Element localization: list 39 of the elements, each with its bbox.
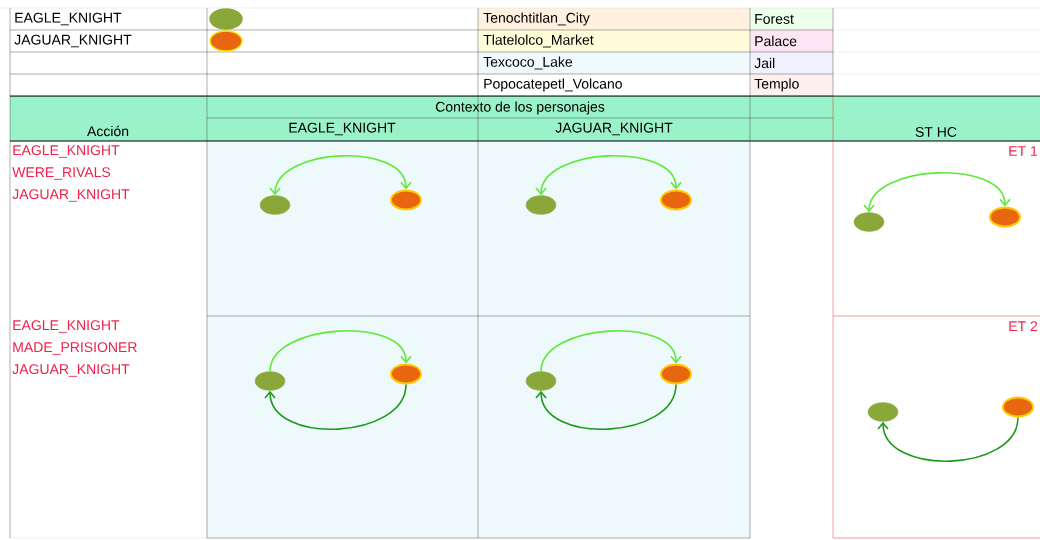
arrow: [264, 383, 407, 430]
column-header: ST HC: [915, 127, 957, 137]
place-name: Tenochtitlan_City: [483, 12, 590, 26]
character-oval: [525, 371, 557, 391]
column-header: Contexto de los personajes: [435, 101, 605, 115]
character-oval: [989, 206, 1021, 228]
character-oval: [390, 189, 422, 211]
column-header: JAGUAR_KNIGHT: [555, 122, 673, 136]
character-oval: [867, 402, 899, 422]
column-header: Acción: [87, 125, 129, 137]
legend-text: JAGUAR_KNIGHT: [14, 34, 132, 48]
arrow: [535, 155, 682, 196]
arrow: [269, 155, 412, 196]
place-type: Forest: [755, 14, 794, 24]
arrow: [540, 330, 682, 373]
character-oval: [390, 363, 422, 385]
arrow: [535, 383, 677, 430]
place-type: Jail: [754, 57, 775, 69]
place-name: Popocatepetl_Volcano: [484, 78, 622, 92]
character-oval: [853, 212, 885, 232]
character-oval: [254, 371, 286, 391]
character-oval: [1002, 396, 1034, 418]
place-name: Tlatelolco_Market: [483, 34, 594, 48]
column-header: EAGLE_KNIGHT: [289, 122, 396, 136]
character-oval: [660, 363, 692, 385]
state-label: ET 2: [1009, 321, 1038, 331]
place-type: Templo: [754, 78, 799, 92]
state-label: ET 1: [1009, 146, 1038, 156]
character-oval: [660, 189, 692, 211]
place-name: Texcoco_Lake: [483, 56, 573, 70]
place-type: Palace: [755, 35, 797, 47]
action-text: EAGLE_KNIGHT WERE_RIVALS JAGUAR_KNIGHT: [12, 145, 130, 202]
legend-text: EAGLE_KNIGHT: [15, 12, 122, 26]
action-text: EAGLE_KNIGHT MADE_PRISIONER JAGUAR_KNIGHT: [12, 320, 137, 377]
arrow: [863, 172, 1011, 213]
character-oval: [259, 195, 291, 215]
character-oval: [525, 195, 557, 215]
arrow: [877, 416, 1019, 462]
arrow: [269, 330, 412, 373]
